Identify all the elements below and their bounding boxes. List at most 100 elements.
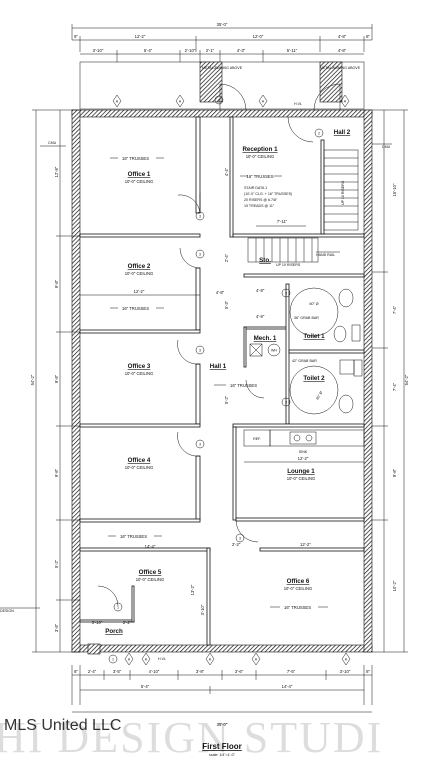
svg-text:2'-4": 2'-4"	[88, 669, 97, 674]
svg-text:4'-8": 4'-8"	[256, 288, 265, 293]
office-3-name: Office 3	[128, 363, 151, 370]
svg-text:REF.: REF.	[253, 437, 261, 441]
stair-lower: UP 10 RISERS HAND RAIL Sto. 2'-4"	[224, 237, 340, 267]
svg-text:4'-8": 4'-8"	[216, 290, 225, 295]
stair-upper: UP 10 RISERS	[323, 149, 359, 231]
top-seg-1: 8"	[74, 34, 78, 39]
lounge-1: REF. SINK 12'-2" Lounge 1 10'-0" CEILING	[243, 429, 365, 481]
svg-text:5'-2": 5'-2"	[224, 395, 229, 404]
office-5: 16" TRUSSES 14'-4" Office 5 10'-0" CEILI…	[108, 534, 205, 615]
svg-text:2'-2": 2'-2"	[123, 620, 132, 625]
top-sub-7: 4'-8"	[338, 48, 347, 53]
svg-text:3'-10": 3'-10"	[92, 620, 103, 625]
svg-text:3: 3	[239, 537, 241, 541]
mech-name: Mech. 1	[254, 335, 277, 342]
svg-text:3: 3	[285, 292, 287, 296]
svg-text:8": 8"	[366, 669, 370, 674]
exterior-walls	[71, 109, 373, 653]
svg-text:12'-2": 12'-2"	[300, 542, 311, 547]
svg-text:8": 8"	[74, 669, 78, 674]
svg-text:60" Ø: 60" Ø	[315, 390, 323, 400]
svg-text:3: 3	[285, 401, 287, 405]
sheet-title-text: First Floor	[202, 742, 242, 751]
toilet-1: 60" Ø 36" GRAB BAR Toilet 1 42" GRAB BAR…	[256, 287, 361, 363]
svg-text:60" Ø: 60" Ø	[309, 302, 318, 306]
svg-text:UP 10 RISERS: UP 10 RISERS	[276, 263, 301, 267]
svg-text:A: A	[262, 100, 265, 104]
svg-text:20 RISERS @ 6.7/8": 20 RISERS @ 6.7/8"	[244, 198, 278, 202]
svg-text:10'-0" CEILING: 10'-0" CEILING	[287, 476, 316, 481]
top-sub-1: 3'-10"	[93, 48, 104, 53]
svg-text:3: 3	[199, 215, 201, 219]
hall-2: Hall 2 2	[314, 128, 351, 138]
toilet-1-name: Toilet 1	[303, 333, 325, 340]
svg-text:9'-8": 9'-8"	[392, 468, 397, 477]
svg-text:16" TRUSSES: 16" TRUSSES	[122, 306, 149, 311]
overall-bottom-dim: 35'-0"	[217, 722, 228, 727]
svg-text:9'-8": 9'-8"	[54, 374, 59, 383]
svg-text:4'-4": 4'-4"	[224, 167, 229, 176]
svg-text:2'-2": 2'-2"	[232, 542, 241, 547]
svg-text:5'-2": 5'-2"	[54, 559, 59, 568]
svg-text:4'-10": 4'-10"	[149, 669, 160, 674]
svg-text:36" GRAB BAR: 36" GRAB BAR	[294, 316, 319, 320]
top-seg-2: 12'-2"	[135, 34, 146, 39]
svg-text:STAIR DATA 1: STAIR DATA 1	[244, 186, 267, 190]
svg-text:3'-5": 3'-5"	[113, 669, 122, 674]
right-dimensions: 54'-2" 15'-10" 7'-4" 7'-4" 9'-8" 10'-2" …	[372, 109, 409, 653]
svg-text:1: 1	[112, 658, 114, 662]
svg-text:9'-8": 9'-8"	[54, 468, 59, 477]
svg-text:7'-4": 7'-4"	[392, 382, 397, 391]
hall-2-name: Hall 2	[334, 129, 351, 136]
svg-text:16" TRUSSES: 16" TRUSSES	[284, 605, 311, 610]
overall-top-dim: 35'-0"	[217, 22, 228, 27]
top-seg-5: 8"	[366, 34, 370, 39]
svg-text:(10'-0" CLG. + 16" TRUSSES): (10'-0" CLG. + 16" TRUSSES)	[244, 192, 292, 196]
reception: Reception 1 10'-0" CEILING 16" TRUSSES S…	[224, 146, 306, 227]
svg-text:10'-0" CEILING: 10'-0" CEILING	[284, 586, 313, 591]
design-left: DESIGN	[0, 609, 14, 613]
top-porch: METAL AWNING ABOVE METAL AWNING ABOVE H.…	[79, 61, 365, 111]
svg-text:3'-8": 3'-8"	[54, 623, 59, 632]
svg-text:10'-0" CEILING: 10'-0" CEILING	[125, 371, 154, 376]
top-sub-2: 5'-4"	[144, 48, 153, 53]
top-seg-4: 4'-8"	[338, 34, 347, 39]
office-6: 2'-2" 12'-2" Office 6 10'-0" CEILING 16"…	[232, 542, 328, 610]
svg-text:14'-4": 14'-4"	[282, 684, 293, 689]
svg-text:A: A	[209, 658, 212, 662]
top-sub-3: 2'-10"	[185, 48, 196, 53]
svg-text:12'-8": 12'-8"	[54, 166, 59, 177]
svg-text:1: 1	[117, 606, 119, 610]
svg-text:7'-11": 7'-11"	[277, 219, 288, 224]
office-5-name: Office 5	[139, 569, 162, 576]
svg-text:5'-4": 5'-4"	[141, 684, 150, 689]
svg-text:9'-8": 9'-8"	[54, 279, 59, 288]
top-dimensions: 35'-0" 8" 12'-2" 12'-0" 4'-8" 8" 3'-10" …	[71, 22, 373, 62]
svg-text:A: A	[179, 100, 182, 104]
svg-text:16" TRUSSES: 16" TRUSSES	[246, 174, 273, 179]
office-1-name: Office 1	[128, 171, 151, 178]
svg-text:3'-6": 3'-6"	[235, 669, 244, 674]
svg-text:12'-2": 12'-2"	[298, 456, 309, 461]
hvl-bottom: H.VL	[158, 657, 166, 661]
toilet-2: Toilet 2 60" Ø 3	[281, 359, 363, 415]
svg-text:5'-3": 5'-3"	[224, 300, 229, 309]
svg-text:12'-2": 12'-2"	[134, 289, 145, 294]
toilet-2-name: Toilet 2	[303, 375, 325, 382]
hall-1-name: Hall 1	[210, 363, 227, 370]
svg-text:10'-0" CEILING: 10'-0" CEILING	[136, 577, 165, 582]
top-seg-3: 12'-0"	[253, 34, 264, 39]
svg-text:3: 3	[199, 443, 201, 447]
svg-text:WH: WH	[271, 349, 277, 353]
svg-text:19 TREADS @ 11": 19 TREADS @ 11"	[244, 204, 275, 208]
office-4-name: Office 4	[128, 457, 151, 464]
svg-text:4'-8": 4'-8"	[256, 314, 265, 319]
svg-text:7'-4": 7'-4"	[392, 305, 397, 314]
svg-text:16" TRUSSES: 16" TRUSSES	[122, 156, 149, 161]
svg-text:A: A	[116, 100, 119, 104]
cmu-right: CMU	[382, 145, 391, 149]
office-1: 16" TRUSSES Office 1 10'-0" CEILING	[110, 156, 164, 184]
svg-text:HAND RAIL: HAND RAIL	[316, 253, 335, 257]
svg-text:SINK: SINK	[299, 450, 308, 454]
mech: Mech. 1 WH	[249, 335, 281, 357]
